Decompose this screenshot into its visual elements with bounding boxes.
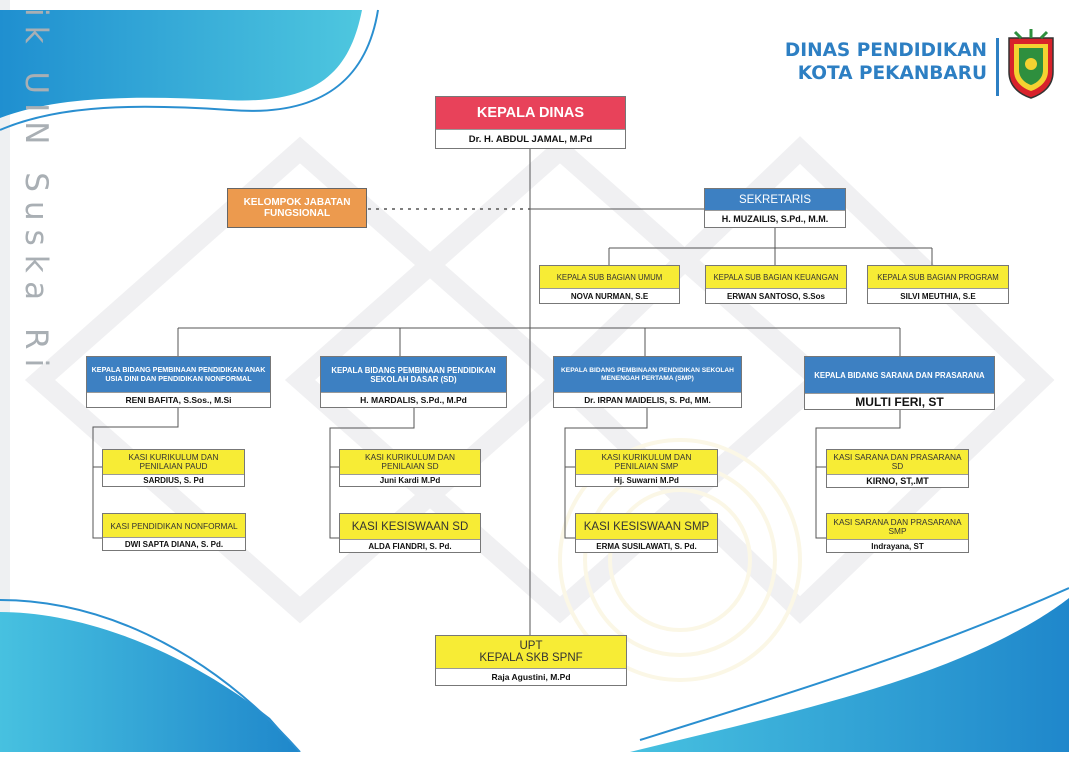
header-line-2: KOTA PEKANBARU: [797, 63, 987, 84]
bidang-sarpras-title: KEPALA BIDANG SARANA DAN PRASARANA: [805, 357, 994, 393]
kasi-kurikulum-sd-box: KASI KURIKULUM DAN PENILAIAN SD Juni Kar…: [339, 449, 481, 487]
kasi-kesiswaan-sd-title: KASI KESISWAAN SD: [340, 514, 480, 539]
subbagian-umum-name: NOVA NURMAN, S.E: [540, 288, 679, 303]
subbagian-program-box: KEPALA SUB BAGIAN PROGRAM SILVI MEUTHIA,…: [867, 265, 1009, 304]
kasi-kesiswaan-sd-name: ALDA FIANDRI, S. Pd.: [340, 539, 480, 552]
subbagian-program-title: KEPALA SUB BAGIAN PROGRAM: [868, 266, 1008, 288]
kasi-kurikulum-paud-box: KASI KURIKULUM DAN PENILAIAN PAUD SARDIU…: [102, 449, 245, 487]
bidang-smp-name: Dr. IRPAN MAIDELIS, S. Pd, MM.: [554, 392, 741, 407]
kasi-nonformal-name: DWI SAPTA DIANA, S. Pd.: [103, 537, 245, 550]
subbagian-keuangan-name: ERWAN SANTOSO, S.Sos: [706, 288, 846, 303]
kepala-dinas-box: KEPALA DINAS Dr. H. ABDUL JAMAL, M.Pd: [435, 96, 626, 149]
subbagian-keuangan-title: KEPALA SUB BAGIAN KEUANGAN: [706, 266, 846, 288]
kasi-sarpras-smp-title: KASI SARANA DAN PRASARANA SMP: [827, 514, 968, 539]
kasi-nonformal-title: KASI PENDIDIKAN NONFORMAL: [103, 514, 245, 537]
bidang-sd-name: H. MARDALIS, S.Pd., M.Pd: [321, 392, 506, 407]
header-separator: [996, 38, 999, 96]
kelompok-jabatan-fungsional-box: KELOMPOK JABATAN FUNGSIONAL: [227, 188, 367, 228]
kasi-kesiswaan-sd-box: KASI KESISWAAN SD ALDA FIANDRI, S. Pd.: [339, 513, 481, 553]
upt-box: UPT KEPALA SKB SPNF Raja Agustini, M.Pd: [435, 635, 627, 686]
kasi-sarpras-smp-box: KASI SARANA DAN PRASARANA SMP Indrayana,…: [826, 513, 969, 553]
upt-title-line-1: UPT: [519, 640, 543, 652]
sekretaris-title: SEKRETARIS: [705, 189, 845, 210]
kasi-kurikulum-paud-title: KASI KURIKULUM DAN PENILAIAN PAUD: [103, 450, 244, 474]
kasi-sarpras-sd-box: KASI SARANA DAN PRASARANA SD KIRNO, ST,.…: [826, 449, 969, 488]
bidang-sd-title: KEPALA BIDANG PEMBINAAN PENDIDIKAN SEKOL…: [321, 357, 506, 392]
kasi-kesiswaan-smp-box: KASI KESISWAAN SMP ERMA SUSILAWATI, S. P…: [575, 513, 718, 553]
kasi-sarpras-sd-title: KASI SARANA DAN PRASARANA SD: [827, 450, 968, 474]
bidang-sd-box: KEPALA BIDANG PEMBINAAN PENDIDIKAN SEKOL…: [320, 356, 507, 408]
kasi-kurikulum-smp-name: Hj. Suwarni M.Pd: [576, 474, 717, 486]
bidang-smp-title: KEPALA BIDANG PEMBINAAN PENDIDIKAN SEKOL…: [554, 357, 741, 392]
bidang-sarpras-box: KEPALA BIDANG SARANA DAN PRASARANA MULTI…: [804, 356, 995, 410]
subbagian-umum-box: KEPALA SUB BAGIAN UMUM NOVA NURMAN, S.E: [539, 265, 680, 304]
bidang-smp-box: KEPALA BIDANG PEMBINAAN PENDIDIKAN SEKOL…: [553, 356, 742, 408]
kasi-kurikulum-sd-name: Juni Kardi M.Pd: [340, 474, 480, 486]
upt-title-line-2: KEPALA SKB SPNF: [479, 652, 583, 664]
kasi-kurikulum-smp-box: KASI KURIKULUM DAN PENILAIAN SMP Hj. Suw…: [575, 449, 718, 487]
kepala-dinas-title: KEPALA DINAS: [436, 97, 625, 129]
sekretaris-box: SEKRETARIS H. MUZAILIS, S.Pd., M.M.: [704, 188, 846, 228]
bidang-sarpras-name: MULTI FERI, ST: [805, 393, 994, 409]
kasi-kurikulum-sd-title: KASI KURIKULUM DAN PENILAIAN SD: [340, 450, 480, 474]
bidang-paud-name: RENI BAFITA, S.Sos., M.Si: [87, 392, 270, 407]
sekretaris-name: H. MUZAILIS, S.Pd., M.M.: [705, 210, 845, 227]
header-line-1: DINAS PENDIDIKAN: [784, 40, 987, 61]
upt-name: Raja Agustini, M.Pd: [436, 668, 626, 685]
header-title: DINAS PENDIDIKAN KOTA PEKANBARU: [785, 39, 987, 85]
watermark-text: ik UIN Suska Riau: [18, 8, 54, 368]
kasi-nonformal-box: KASI PENDIDIKAN NONFORMAL DWI SAPTA DIAN…: [102, 513, 246, 551]
kasi-kurikulum-smp-title: KASI KURIKULUM DAN PENILAIAN SMP: [576, 450, 717, 474]
subbagian-umum-title: KEPALA SUB BAGIAN UMUM: [540, 266, 679, 288]
bidang-paud-title: KEPALA BIDANG PEMBINAAN PENDIDIKAN ANAK …: [87, 357, 270, 392]
upt-title: UPT KEPALA SKB SPNF: [436, 636, 626, 668]
kasi-kurikulum-paud-name: SARDIUS, S. Pd: [103, 474, 244, 486]
city-emblem-icon: [1008, 29, 1054, 99]
kepala-dinas-name: Dr. H. ABDUL JAMAL, M.Pd: [436, 129, 625, 148]
subbagian-program-name: SILVI MEUTHIA, S.E: [868, 288, 1008, 303]
bidang-paud-box: KEPALA BIDANG PEMBINAAN PENDIDIKAN ANAK …: [86, 356, 271, 408]
subbagian-keuangan-box: KEPALA SUB BAGIAN KEUANGAN ERWAN SANTOSO…: [705, 265, 847, 304]
kasi-sarpras-smp-name: Indrayana, ST: [827, 539, 968, 552]
kasi-sarpras-sd-name: KIRNO, ST,.MT: [827, 474, 968, 487]
kasi-kesiswaan-smp-name: ERMA SUSILAWATI, S. Pd.: [576, 539, 717, 552]
kasi-kesiswaan-smp-title: KASI KESISWAAN SMP: [576, 514, 717, 539]
